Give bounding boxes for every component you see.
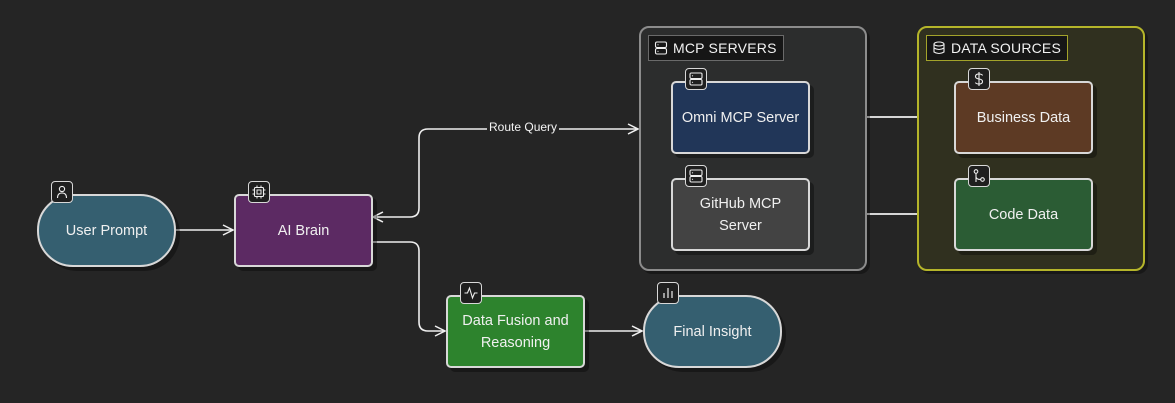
group-title: MCP SERVERS	[673, 40, 777, 56]
database-icon	[932, 41, 946, 55]
server-icon	[654, 41, 668, 55]
activity-icon	[460, 282, 482, 304]
node-user-prompt[interactable]: User Prompt	[37, 181, 176, 267]
edge-ai-brain-to-data-fusion	[372, 241, 445, 331]
git-branch-icon	[968, 165, 990, 187]
node-github-mcp-server[interactable]: GitHub MCP Server	[671, 165, 810, 251]
dollar-icon	[968, 68, 990, 90]
node-label: Data Fusion and Reasoning	[462, 312, 569, 351]
node-label: AI Brain	[277, 222, 330, 239]
group-label-mcp-servers: MCP SERVERS	[648, 35, 784, 61]
node-final-insight[interactable]: Final Insight	[643, 282, 782, 368]
node-label: GitHub MCP Server	[699, 195, 782, 234]
cpu-icon	[248, 181, 270, 203]
node-business-data[interactable]: Business Data	[954, 68, 1093, 154]
node-label: User Prompt	[65, 222, 148, 239]
node-omni-mcp-server[interactable]: Omni MCP Server	[671, 68, 810, 154]
node-label: Business Data	[976, 109, 1071, 126]
node-ai-brain[interactable]: AI Brain	[234, 181, 373, 267]
node-label: Omni MCP Server	[681, 109, 800, 126]
node-data-fusion[interactable]: Data Fusion and Reasoning	[446, 282, 585, 368]
node-label: Code Data	[988, 206, 1059, 223]
node-code-data[interactable]: Code Data	[954, 165, 1093, 251]
node-label: Final Insight	[673, 323, 752, 340]
bar-chart-icon	[657, 282, 679, 304]
edge-ai-brain-omni-route-query	[373, 129, 638, 217]
group-label-data-sources: DATA SOURCES	[926, 35, 1069, 61]
server-icon	[685, 165, 707, 187]
group-title: DATA SOURCES	[951, 40, 1062, 56]
user-icon	[51, 181, 73, 203]
edge-label-route-query: Route Query	[487, 119, 560, 135]
server-icon	[685, 68, 707, 90]
